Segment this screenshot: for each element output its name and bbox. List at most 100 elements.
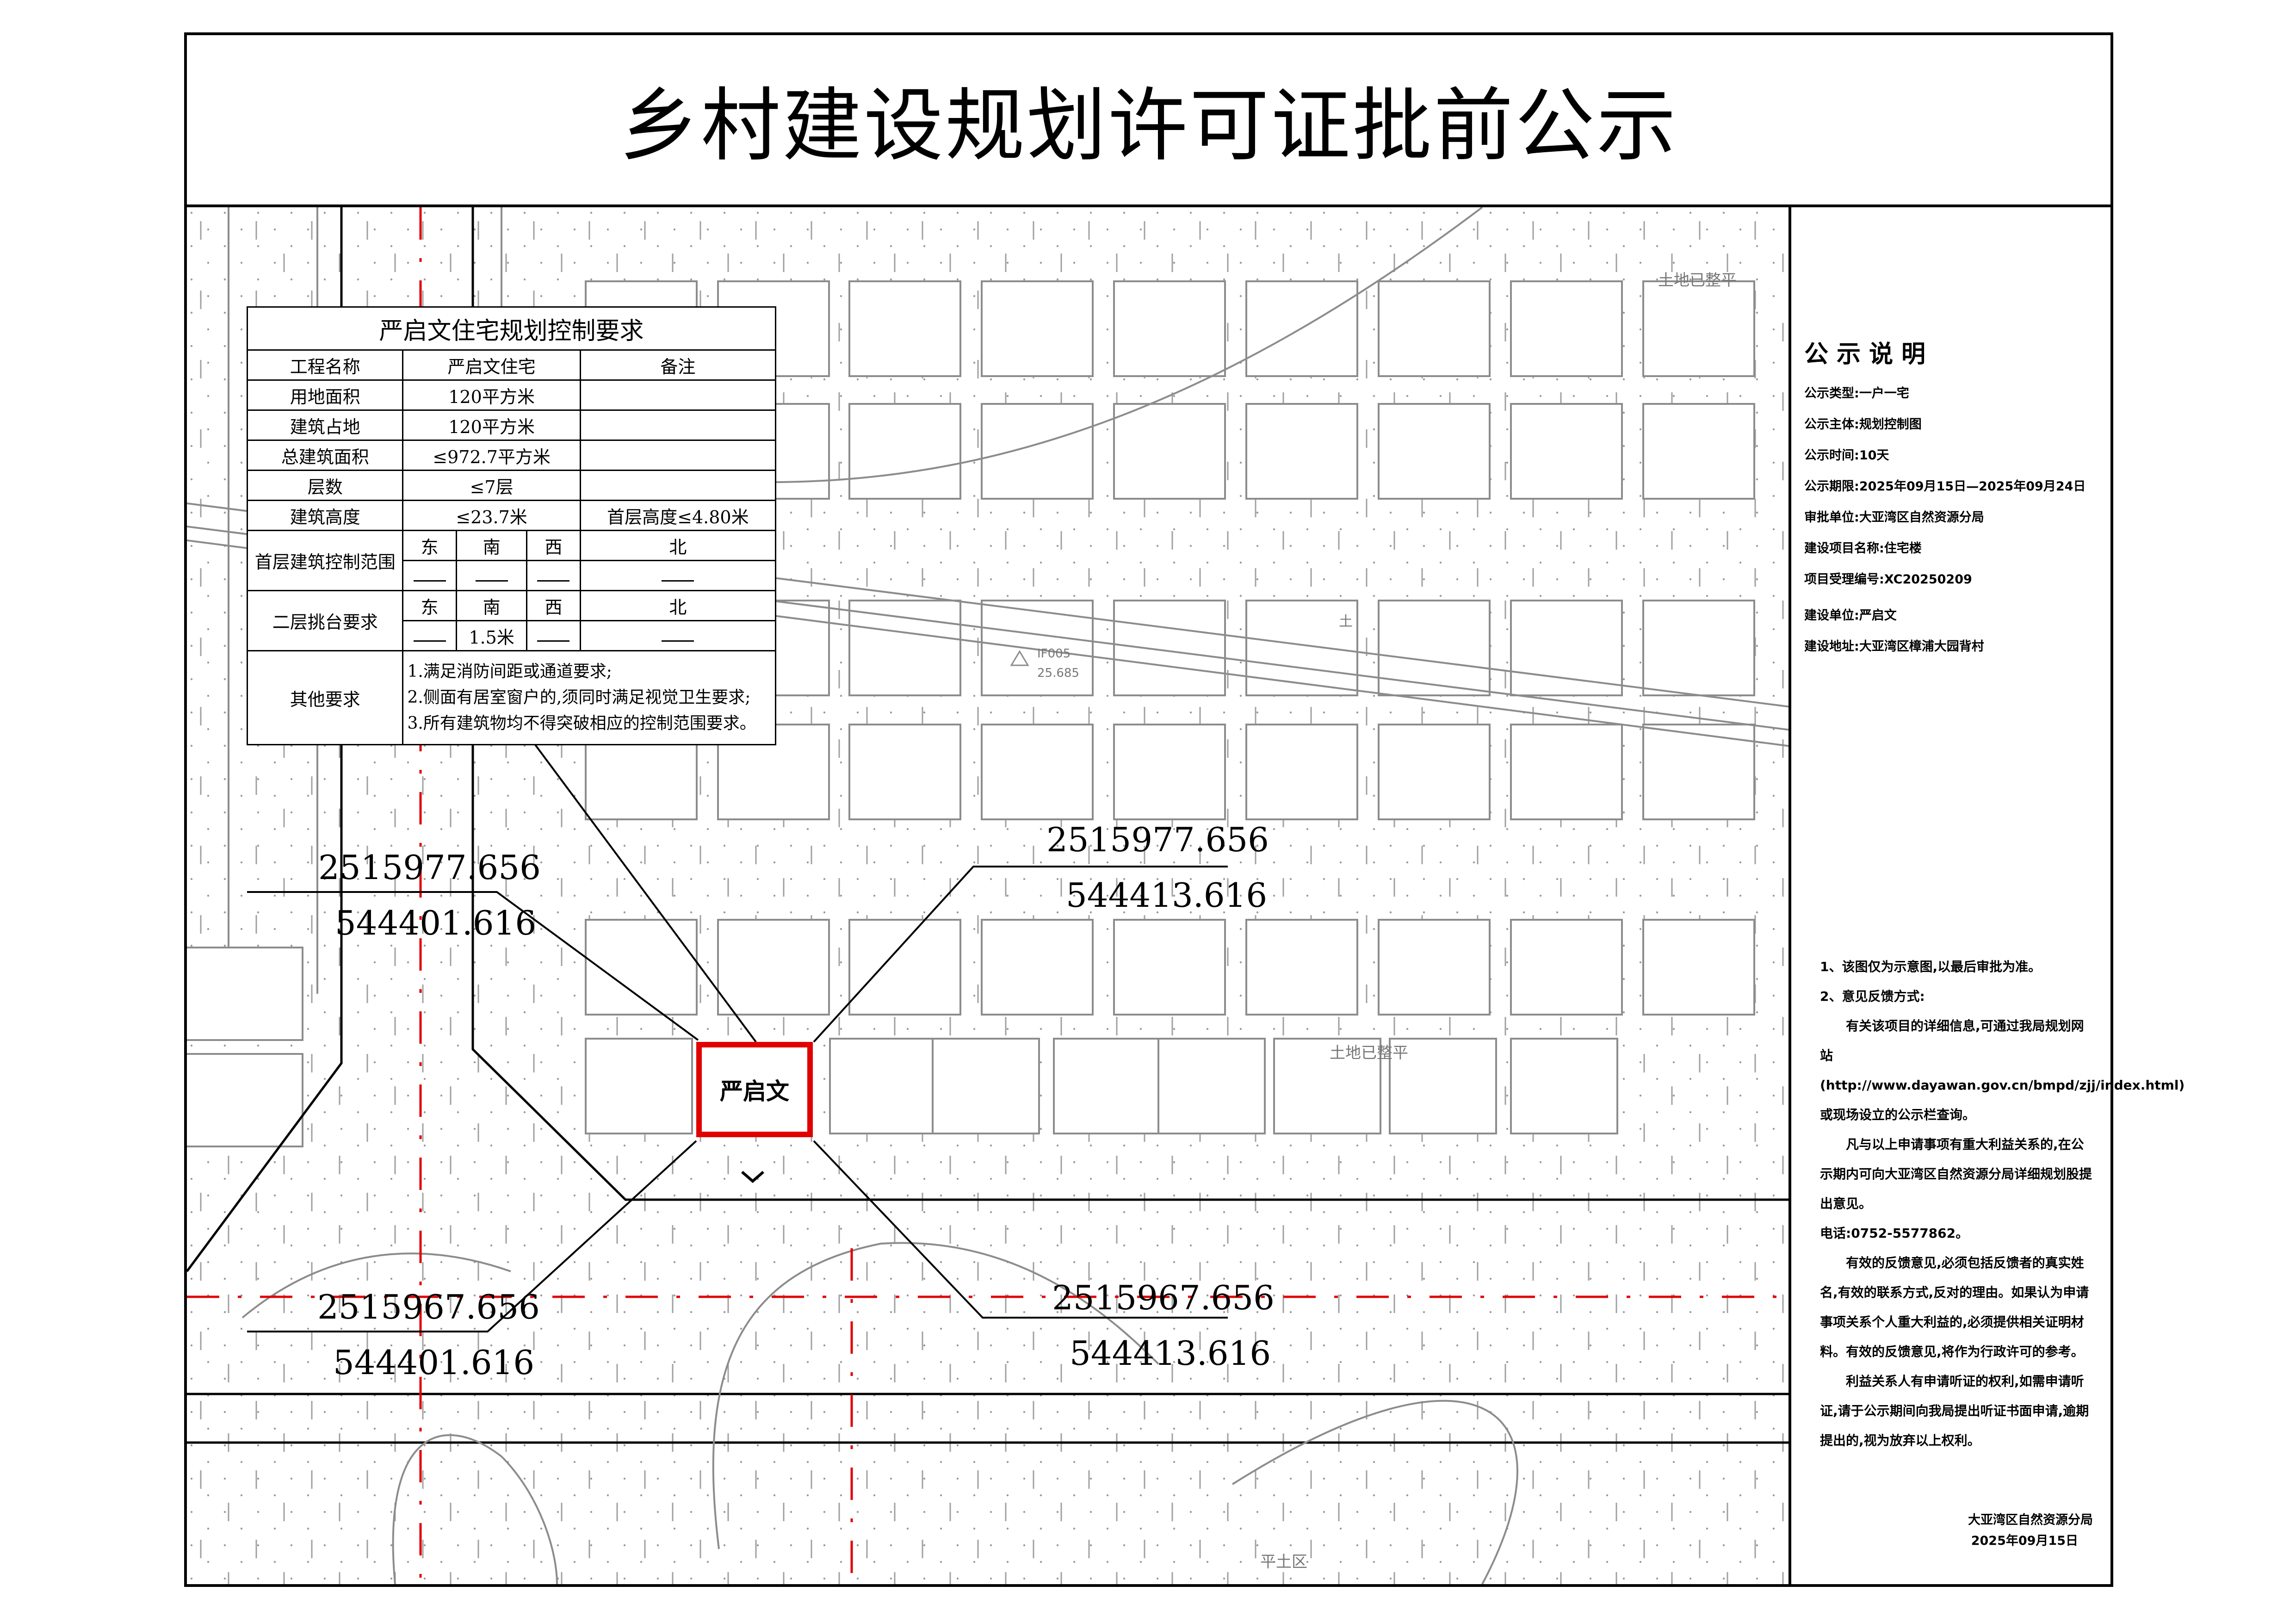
label-land-leveled-top: 土地已整平 bbox=[1658, 271, 1737, 290]
building-block bbox=[1510, 600, 1623, 696]
building-block bbox=[187, 947, 303, 1041]
info-item: 公示主体:规划控制图 bbox=[1804, 414, 1922, 432]
survey-triangle-icon bbox=[1010, 650, 1029, 666]
building-block bbox=[848, 403, 961, 500]
building-block bbox=[1642, 600, 1755, 696]
info-item: 建设地址:大亚湾区樟浦大园背村 bbox=[1804, 636, 1984, 654]
building-block bbox=[1642, 403, 1755, 500]
coord-nw-east: 544401.616 bbox=[335, 904, 537, 942]
info-value: 10天 bbox=[1859, 448, 1889, 463]
building-block bbox=[1378, 403, 1491, 500]
note-item: 利益关系人有申请听证的权利,如需申请听证,请于公示期间向我局提出听证书面申请,逾… bbox=[1820, 1374, 2089, 1448]
building-block bbox=[829, 1038, 937, 1134]
note-item: 电话:0752-5577862。 bbox=[1820, 1226, 1969, 1241]
building-block bbox=[1053, 1038, 1161, 1134]
dash-cell bbox=[579, 560, 777, 591]
dash-cell bbox=[402, 620, 457, 651]
info-value: 大亚湾区樟浦大园背村 bbox=[1859, 639, 1984, 654]
row-value: ≤23.7米 bbox=[402, 500, 581, 531]
info-value: 住宅楼 bbox=[1884, 541, 1922, 556]
coord-sw-north: 2515967.656 bbox=[317, 1288, 540, 1326]
dir-north: 北 bbox=[579, 590, 777, 621]
coord-ne-north: 2515977.656 bbox=[1046, 820, 1269, 859]
notes-block: 1、该图仅为示意图,以最后审批为准。 2、意见反馈方式: 有关该项目的详细信息,… bbox=[1820, 952, 2185, 1456]
dir-west: 西 bbox=[526, 590, 581, 621]
building-block bbox=[848, 919, 961, 1016]
building-block bbox=[1113, 403, 1226, 500]
row-label: 层数 bbox=[246, 470, 404, 501]
planning-map[interactable]: 2515977.656 544401.616 2515977.656 54441… bbox=[187, 207, 1791, 1584]
dir-east: 东 bbox=[402, 530, 457, 561]
survey-point-id: IF005 bbox=[1037, 647, 1071, 661]
row-label: 首层建筑控制范围 bbox=[246, 530, 404, 591]
signature-date: 2025年09月15日 bbox=[1971, 1534, 2078, 1548]
building-block bbox=[1378, 919, 1491, 1016]
info-value: 大亚湾区自然资源分局 bbox=[1859, 510, 1984, 525]
note-item: 2、意见反馈方式: bbox=[1820, 989, 1925, 1004]
note-item: 有效的反馈意见,必须包括反馈者的真实姓名,有效的联系方式,反对的理由。如果认为申… bbox=[1820, 1255, 2089, 1359]
row-value: 首层高度≤4.80米 bbox=[579, 500, 777, 531]
dir-south: 南 bbox=[455, 590, 528, 621]
dash-cell bbox=[579, 620, 777, 651]
building-block bbox=[981, 280, 1094, 377]
info-label: 项目受理编号: bbox=[1804, 572, 1884, 587]
info-value: 严启文 bbox=[1859, 608, 1897, 623]
row-label: 建筑占地 bbox=[246, 409, 404, 441]
row-value: 120平方米 bbox=[402, 409, 581, 441]
coordinate-leaders bbox=[247, 715, 1228, 1332]
control-requirements-table: 严启文住宅规划控制要求 工程名称 严启文住宅 备注 用地面积 120平方米 建筑… bbox=[246, 306, 777, 745]
building-block bbox=[1245, 919, 1358, 1016]
info-label: 公示主体: bbox=[1804, 417, 1859, 432]
building-block bbox=[1113, 600, 1226, 696]
empty-cell bbox=[579, 379, 777, 411]
info-label: 建设单位: bbox=[1804, 608, 1859, 623]
building-block bbox=[1245, 600, 1358, 696]
info-label: 公示类型: bbox=[1804, 386, 1859, 401]
note-item: 有关该项目的详细信息,可通过我局规划网站(http://www.dayawan.… bbox=[1820, 1018, 2185, 1122]
building-block bbox=[1157, 1038, 1266, 1134]
row-value: 备注 bbox=[579, 349, 777, 381]
info-item: 审批单位:大亚湾区自然资源分局 bbox=[1804, 507, 1984, 525]
coord-se-north: 2515967.656 bbox=[1052, 1278, 1275, 1317]
building-block bbox=[1642, 724, 1755, 820]
building-block bbox=[1642, 919, 1755, 1016]
building-block bbox=[1510, 919, 1623, 1016]
row-value: 严启文住宅 bbox=[402, 349, 581, 381]
row-value: 1.5米 bbox=[455, 620, 528, 651]
row-value: ≤7层 bbox=[402, 470, 581, 501]
building-block bbox=[981, 403, 1094, 500]
row-label: 总建筑面积 bbox=[246, 440, 404, 471]
signature-org: 大亚湾区自然资源分局 bbox=[1968, 1513, 2093, 1527]
parcel-highlight[interactable]: 严启文 bbox=[696, 1042, 813, 1137]
info-item: 公示时间:10天 bbox=[1804, 445, 1889, 463]
info-value: XC20250209 bbox=[1884, 572, 1972, 587]
info-value: 一户一宅 bbox=[1859, 386, 1909, 401]
info-label: 审批单位: bbox=[1804, 510, 1859, 525]
page-title: 乡村建设规划许可证批前公示 bbox=[619, 79, 1678, 172]
building-block bbox=[1378, 600, 1491, 696]
building-block bbox=[981, 919, 1094, 1016]
dash-cell bbox=[526, 560, 581, 591]
sidebar-title: 公示说明 bbox=[1804, 341, 1934, 368]
info-item: 公示期限:2025年09月15日—2025年09月24日 bbox=[1804, 476, 2086, 494]
empty-cell bbox=[579, 409, 777, 441]
row-value: ≤972.7平方米 bbox=[402, 440, 581, 471]
tu-mark: 土 bbox=[1339, 613, 1353, 630]
other-item: 2.侧面有居室窗户的,须同时满足视觉卫生要求; bbox=[407, 688, 751, 707]
note-item: 凡与以上申请事项有重大利益关系的,在公示期内可向大亚湾区自然资源分局详细规划股提… bbox=[1820, 1137, 2092, 1211]
dash-cell bbox=[402, 560, 457, 591]
survey-point-elevation: 25.685 bbox=[1037, 666, 1079, 680]
building-block bbox=[1273, 1038, 1381, 1134]
building-block bbox=[932, 1038, 1040, 1134]
building-block bbox=[1113, 724, 1226, 820]
building-block bbox=[848, 600, 961, 696]
coord-nw-north: 2515977.656 bbox=[318, 848, 541, 887]
row-label: 工程名称 bbox=[246, 349, 404, 381]
building-block bbox=[981, 724, 1094, 820]
building-block bbox=[1113, 919, 1226, 1016]
info-item: 项目受理编号:XC20250209 bbox=[1804, 569, 1972, 587]
coord-se-east: 544413.616 bbox=[1070, 1334, 1271, 1373]
row-label: 二层挑台要求 bbox=[246, 590, 404, 651]
dir-north: 北 bbox=[579, 530, 777, 561]
building-block bbox=[848, 724, 961, 820]
